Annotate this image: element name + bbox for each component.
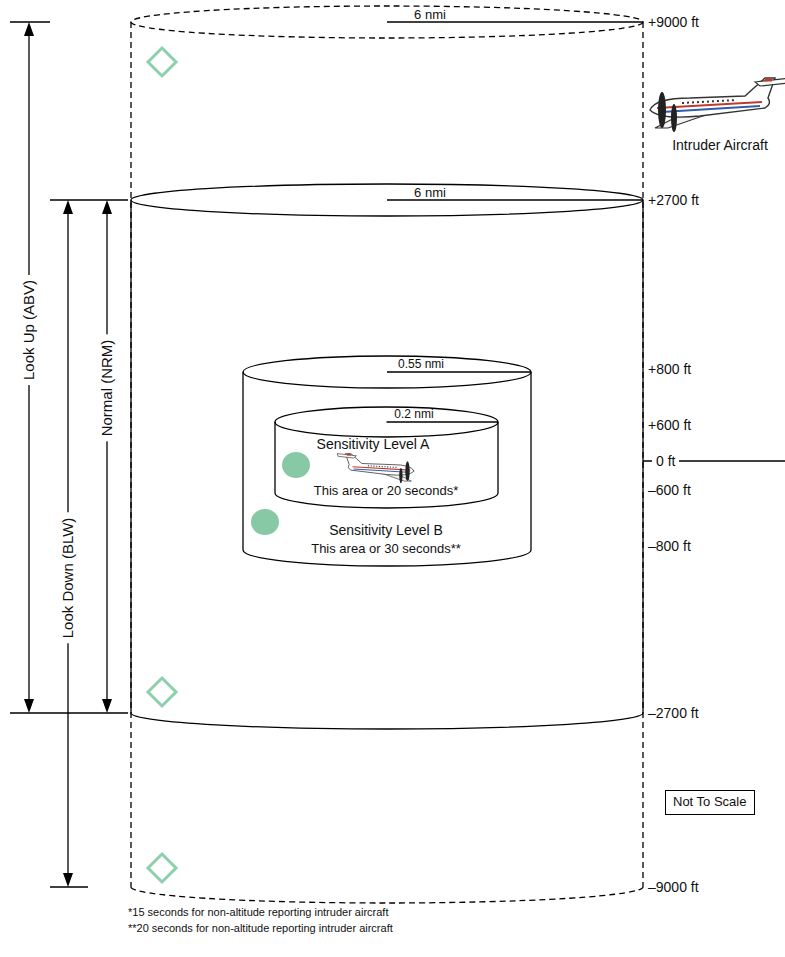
node-text: Sensitivity Level B [329, 523, 443, 538]
altitude-label: +9000 ft [648, 14, 699, 30]
range-arrows [10, 22, 785, 887]
footnote: *15 seconds for non-altitude reporting i… [128, 906, 388, 919]
aircraft-label: Intruder Aircraft [672, 137, 768, 153]
altitude-label: +2700 ft [648, 192, 699, 208]
radius-label: 6 nmi [414, 7, 446, 21]
node-text: Sensitivity Level A [317, 437, 430, 452]
level-a-cylinder: 0.2 nmiSensitivity Level A This area or 2… [275, 407, 498, 508]
cylinder-outline [131, 184, 643, 729]
own-aircraft [337, 454, 414, 484]
intruder-aircraft [650, 78, 785, 132]
altitude-label: 0 ft [652, 453, 679, 469]
node-text: This area or 20 seconds* [314, 484, 459, 498]
altitude-label: –800 ft [648, 538, 691, 554]
range-label: Look Down (BLW) [58, 513, 77, 644]
level-b-cylinder: 0.2 nmiSensitivity Level A This area or 2… [243, 356, 531, 566]
footnote: **20 seconds for non-altitude reporting … [128, 922, 393, 935]
range-label: Look Up (ABV) [19, 275, 38, 385]
note-box: Not To Scale [665, 790, 755, 815]
traffic-circles [251, 452, 310, 535]
radius-label: 6 nmi [414, 185, 446, 199]
node-text: This area or 30 seconds** [311, 542, 461, 556]
radius-label: 0.55 nmi [398, 358, 444, 371]
radius-label: 0.2 nmi [394, 408, 433, 421]
range-label: Normal (NRM) [97, 335, 116, 442]
altitude-label: –9000 ft [648, 879, 699, 895]
outer-cylinder: 0.2 nmiSensitivity Level A This area or 2… [131, 6, 643, 903]
traffic-diamonds [148, 48, 176, 882]
altitude-label: –600 ft [648, 482, 691, 498]
node-text: Not To Scale [673, 795, 746, 809]
normal-cylinder: 0.2 nmiSensitivity Level A This area or 2… [131, 184, 643, 729]
altitude-label: +800 ft [648, 361, 691, 377]
cylinder-outline [131, 6, 643, 903]
altitude-label: –2700 ft [648, 705, 699, 721]
altitude-label: +600 ft [648, 417, 691, 433]
